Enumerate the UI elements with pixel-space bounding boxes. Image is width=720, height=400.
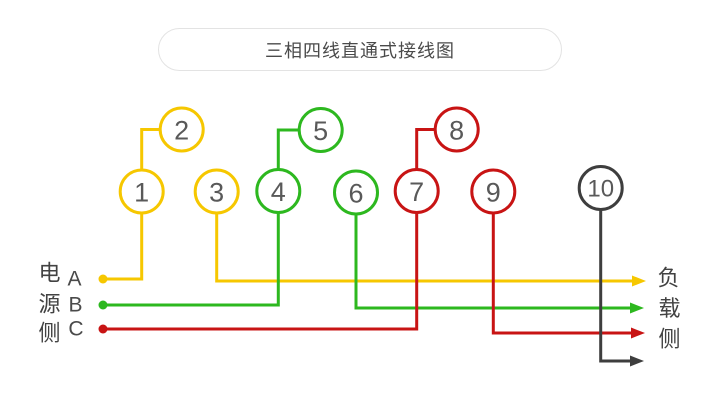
- terminal-7: [393, 168, 440, 214]
- source-side-label: 电 源 侧: [38, 261, 60, 346]
- wire-b-source-to-terminal4: [101, 211, 280, 307]
- load-arrow-b-icon: [630, 302, 644, 314]
- terminal-7-label: 7: [409, 177, 424, 207]
- wires-group: [101, 128, 634, 363]
- terminal-1-label: 1: [134, 178, 149, 208]
- wire-terminal2-to-terminal1: [140, 128, 162, 172]
- terminal-6-label: 6: [348, 179, 363, 209]
- source-side-char-3: 侧: [38, 321, 60, 346]
- terminals-group: [118, 106, 624, 216]
- terminal-3-label: 3: [209, 178, 224, 208]
- terminal-4: [255, 168, 302, 214]
- phase-a-label: A: [67, 268, 81, 291]
- wire-terminal8-to-terminal7: [415, 128, 437, 171]
- phase-labels-group: A B C: [67, 268, 83, 341]
- wire-a-source-to-terminal1: [101, 211, 144, 281]
- source-side-char-2: 源: [38, 292, 60, 317]
- source-dot-a: [98, 274, 108, 284]
- source-dot-b: [98, 300, 108, 310]
- wire-terminal5-to-terminal4: [276, 128, 301, 171]
- load-arrow-c-icon: [631, 327, 645, 339]
- source-side-char-1: 电: [38, 261, 60, 286]
- load-arrow-neutral-icon: [630, 355, 644, 367]
- phase-b-label: B: [68, 294, 82, 317]
- terminal-8: [433, 106, 480, 153]
- load-side-char-2: 载: [658, 296, 680, 321]
- terminal-numbers-group: 1 2 3 4 5 6 7 8 9 10: [134, 116, 614, 209]
- terminal-2: [158, 106, 205, 153]
- load-side-char-3: 侧: [658, 327, 680, 352]
- terminal-5-label: 5: [313, 116, 328, 146]
- terminal-6: [333, 169, 379, 216]
- terminal-9-label: 9: [486, 178, 501, 208]
- diagram-title: 三相四线直通式接线图: [265, 40, 455, 61]
- diagram-title-pill: 三相四线直通式接线图: [158, 28, 562, 71]
- wire-terminal6-to-load: [354, 212, 632, 310]
- load-arrow-a-icon: [632, 275, 646, 287]
- load-side-char-1: 负: [657, 266, 679, 291]
- terminal-10: [577, 165, 624, 211]
- terminal-2-label: 2: [174, 116, 189, 146]
- source-dot-c: [98, 324, 108, 334]
- wire-terminal10-to-load: [599, 208, 632, 363]
- terminal-4-label: 4: [271, 177, 286, 207]
- phase-c-label: C: [68, 318, 83, 341]
- terminal-8-label: 8: [449, 116, 464, 146]
- wire-terminal9-to-load: [491, 211, 633, 335]
- terminal-5: [297, 107, 344, 153]
- terminal-3: [193, 168, 240, 215]
- terminal-9: [470, 168, 517, 215]
- terminal-10-label: 10: [587, 176, 614, 203]
- load-side-label: 负 载 侧: [657, 266, 680, 352]
- wire-c-source-to-terminal7: [101, 211, 419, 331]
- terminal-1: [118, 168, 165, 215]
